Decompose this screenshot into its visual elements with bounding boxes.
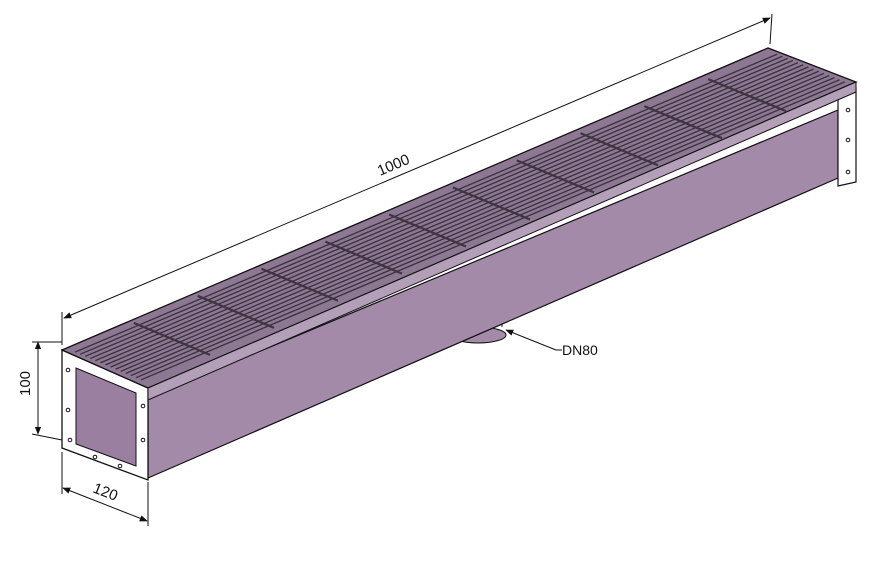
dimension-height-label: 100 [17,371,34,396]
dimension-height: 100 [17,341,63,441]
dimension-length-label: 1000 [375,151,412,180]
end-flange [61,349,149,481]
grating-cross-tie [133,321,211,356]
grating-front-lip [147,81,857,401]
far-end-flange [837,87,857,187]
callout-outlet: DN80 [505,329,598,358]
callout-outlet-label: DN80 [562,342,598,358]
dimension-width: 120 [61,452,149,526]
